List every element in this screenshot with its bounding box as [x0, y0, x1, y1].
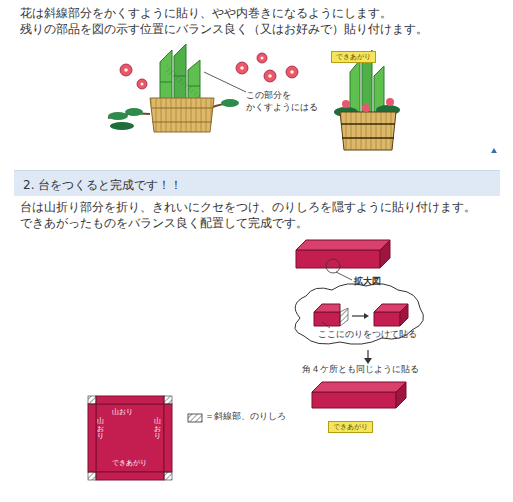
instruction-text: 台は山折り部分を折り、きれいにクセをつけ、のりしろを隠すように貼り付けます。	[20, 200, 476, 215]
bamboo	[160, 44, 206, 106]
legend-text: ＝斜線部、のりしろ	[205, 411, 286, 423]
glue-note: ここにのりをつけて貼る	[318, 329, 417, 340]
zoom-label: 拡大図	[354, 276, 381, 288]
corners-note: 角４ケ所とも同じように貼る	[302, 364, 419, 376]
net-text: できあがり	[112, 459, 147, 468]
plum-flower	[120, 53, 298, 89]
finished-tag: できあがり	[328, 421, 373, 433]
net-text: 山おり	[112, 408, 133, 417]
corner-detail	[314, 304, 408, 326]
leader-line	[204, 72, 246, 92]
instruction-text: できあがったものをバランス良く配置して完成です。	[20, 216, 308, 231]
finished-box	[312, 382, 406, 408]
down-arrow-head	[364, 358, 372, 364]
base-box	[296, 240, 390, 280]
leader-line	[322, 322, 330, 328]
finished-kadomatsu	[334, 50, 400, 150]
straw-base	[150, 98, 214, 132]
finished-tag: できあがり	[331, 51, 376, 63]
flower-center	[124, 57, 294, 86]
box-net	[88, 396, 172, 480]
node-text: 2. 台をつくると完成です！！	[23, 178, 182, 192]
instruction-text: 花は斜線部分をかくすように貼り、やや内巻きになるようにします。	[20, 6, 392, 21]
net-text: 山おり	[154, 418, 161, 441]
instruction-text: 残りの部品を図の示す位置にバランス良く（又はお好みで）貼り付けます。	[20, 22, 428, 37]
zoom-cloud	[295, 284, 424, 345]
node-text: できあがり	[333, 423, 368, 431]
hatch-sample	[188, 414, 202, 422]
node-text: できあがり	[336, 53, 371, 61]
section-band: 2. 台をつくると完成です！！	[14, 170, 500, 196]
net-text: 山おり	[97, 418, 104, 441]
callout-text: この部分を かくすようにはる	[246, 90, 336, 113]
page-top-arrow	[491, 148, 497, 153]
